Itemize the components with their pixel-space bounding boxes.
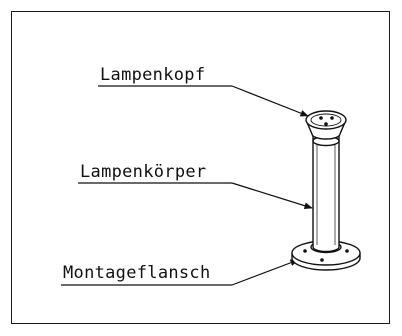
leader-line-body xyxy=(231,182,313,209)
lamp-body xyxy=(312,134,340,253)
label-lampenkopf: Lampenkopf xyxy=(100,65,205,85)
lamp-head xyxy=(305,110,347,140)
label-montageflansch: Montageflansch xyxy=(63,263,211,283)
label-lampenkoerper: Lampenkörper xyxy=(80,162,206,182)
leader-line-head xyxy=(231,85,309,117)
leader-line-flange xyxy=(231,259,299,286)
